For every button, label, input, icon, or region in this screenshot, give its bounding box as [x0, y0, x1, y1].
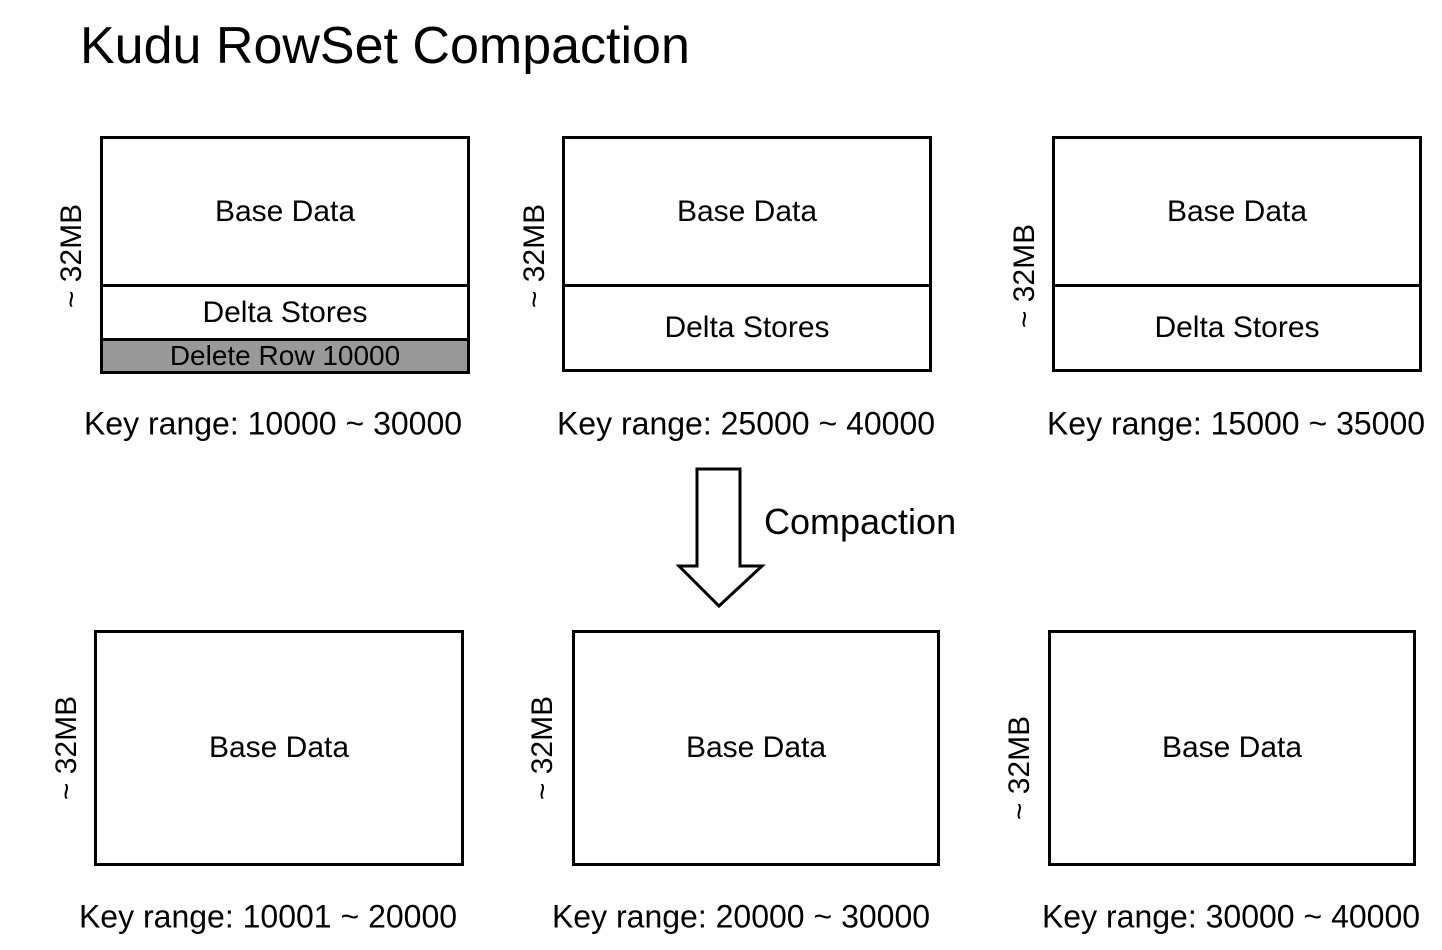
- compaction-label: Compaction: [764, 501, 957, 542]
- delete-row-segment: Delete Row 10000: [103, 340, 467, 371]
- rowset-after-3: Base Data: [1048, 630, 1416, 866]
- base-data-segment: Base Data: [1055, 139, 1419, 287]
- delta-stores-segment: Delta Stores: [664, 311, 830, 344]
- rowset-before-3: Base Data Delta Stores: [1052, 136, 1422, 372]
- rowset-after-2: Base Data: [572, 630, 940, 866]
- rowset-before-2: Base Data Delta Stores: [562, 136, 932, 372]
- base-data-segment: Base Data: [565, 139, 929, 287]
- delta-stores-segment: Delta Stores: [1154, 311, 1320, 344]
- diagram-title: Kudu RowSet Compaction: [80, 17, 690, 75]
- rowset-after-1: Base Data: [94, 630, 464, 866]
- base-data-segment: Base Data: [208, 731, 350, 764]
- delta-stores-segment: Delta Stores: [103, 287, 467, 341]
- base-data-segment: Base Data: [685, 731, 827, 764]
- rowset-before-1: Base Data Delta Stores Delete Row 10000: [100, 136, 470, 374]
- base-data-segment: Base Data: [103, 139, 467, 287]
- down-arrow-icon: [676, 467, 766, 609]
- base-data-segment: Base Data: [1161, 731, 1303, 764]
